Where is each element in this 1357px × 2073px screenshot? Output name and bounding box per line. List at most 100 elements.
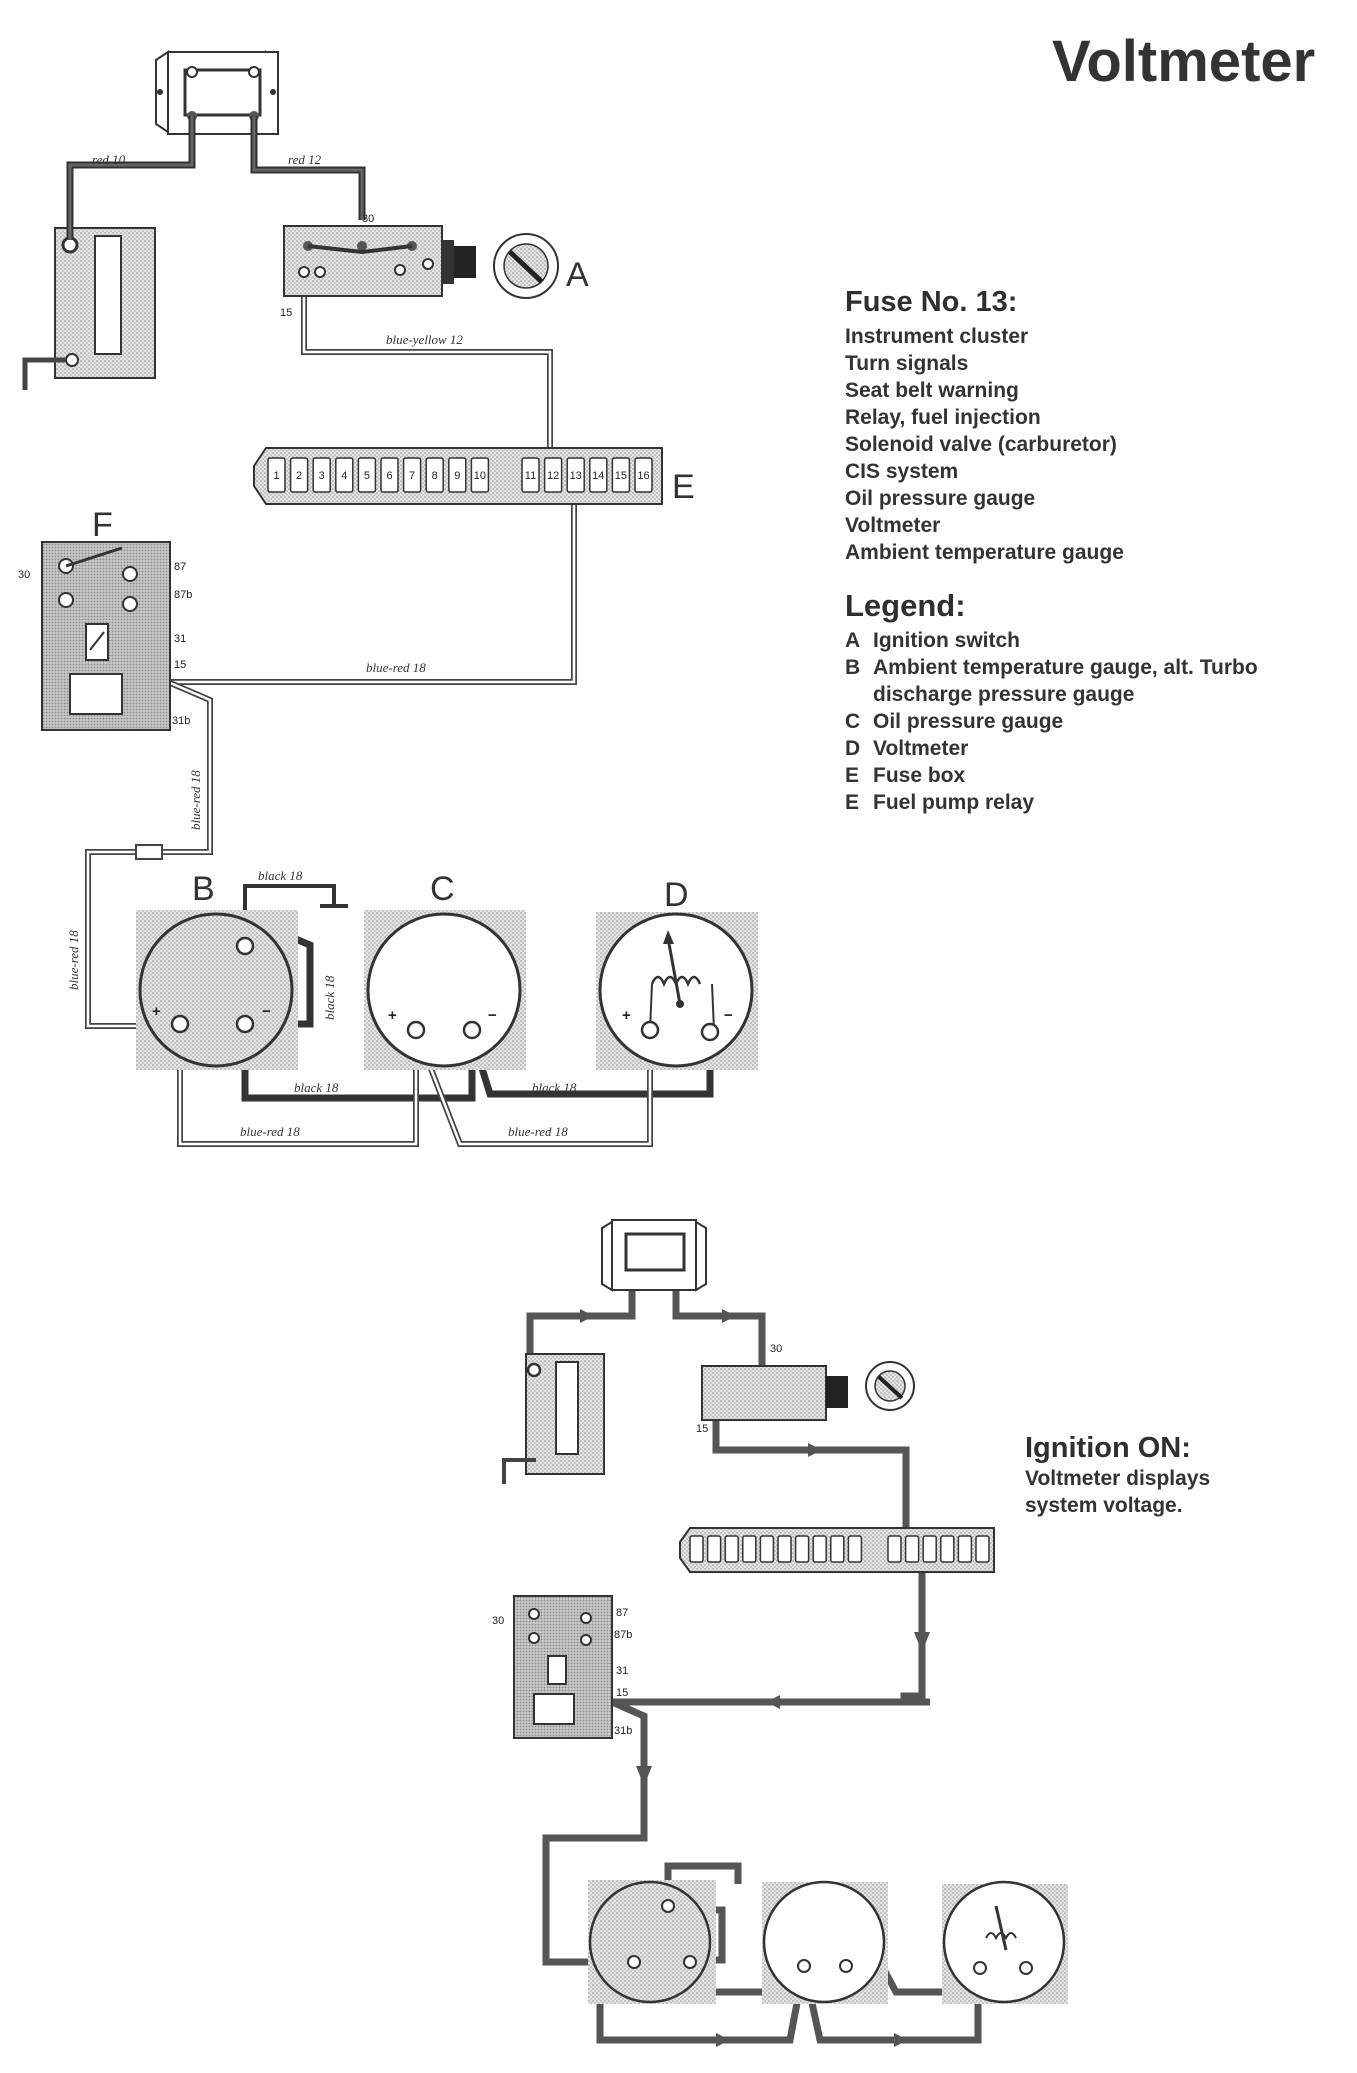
- bottom-relay-term-87b: 87b: [614, 1629, 632, 1641]
- fuse-item: CIS system: [845, 460, 959, 483]
- fuse-number: 5: [364, 470, 370, 482]
- fuse-cell: [904, 1535, 920, 1563]
- fuse-item: Instrument cluster: [845, 325, 1029, 348]
- bottom-switch-term-15: 15: [696, 1423, 708, 1435]
- label-c: C: [430, 870, 455, 908]
- bottom-relay-term-87: 87: [616, 1607, 628, 1619]
- legend-key: C: [845, 710, 861, 733]
- fuse-number: 16: [637, 470, 649, 482]
- fuse-cell: [335, 457, 354, 493]
- ignition-heading: Ignition ON:: [1025, 1432, 1191, 1464]
- fuse-cell: [312, 457, 331, 493]
- fuse-number: 6: [386, 470, 392, 482]
- fuse-cell: [759, 1535, 775, 1563]
- wire-label-blue-red-left: blue-red 18: [66, 930, 81, 990]
- fuse-cell: [724, 1535, 739, 1563]
- legend-text: Oil pressure gauge: [873, 710, 1064, 733]
- fuse-number: 2: [296, 470, 302, 482]
- ignition-note: Ignition ON: Voltmeter displays system v…: [1025, 1432, 1325, 1519]
- fuse-cell: [634, 457, 653, 493]
- legend-heading: Legend:: [845, 588, 966, 623]
- relay-term-30: 30: [18, 569, 30, 581]
- fuse-number: 12: [547, 470, 559, 482]
- fuse-number: 13: [570, 470, 582, 482]
- relay-term-87: 87: [174, 561, 186, 573]
- relay-term-15: 15: [174, 659, 186, 671]
- relay-term-31b: 31b: [172, 715, 190, 727]
- fuse-cell: [830, 1535, 845, 1563]
- fuse-cell: [975, 1535, 990, 1563]
- wire-label-black-bc: black 18: [294, 1080, 339, 1095]
- fuse-number: 10: [474, 470, 486, 482]
- wire-label-red12: red 12: [288, 152, 322, 167]
- legend-text: Fuel pump relay: [873, 791, 1035, 814]
- legend-row: E Fuse box: [845, 762, 1265, 789]
- fuse-number: 7: [409, 470, 415, 482]
- legend-text: Ignition switch: [873, 629, 1020, 652]
- fuse-info: Fuse No. 13: Instrument cluster Turn sig…: [845, 286, 1265, 566]
- fuse-number: 1: [273, 470, 279, 482]
- gauge-b-minus: −: [262, 1003, 271, 1020]
- fuse-cell: [887, 1535, 902, 1563]
- bottom-relay-term-30: 30: [492, 1615, 504, 1627]
- fuse-cell: [521, 457, 540, 493]
- fuse-cell: [940, 1535, 955, 1563]
- fuse-cell: [847, 1535, 863, 1563]
- legend-row: D Voltmeter: [845, 735, 1265, 762]
- fuse-cell: [777, 1535, 792, 1563]
- gauge-b: + −: [136, 910, 298, 1070]
- fuse-number: 8: [432, 470, 438, 482]
- ignition-switch: 30 15: [280, 213, 559, 319]
- fuse-heading: Fuse No. 13:: [845, 286, 1018, 318]
- fuse-cell: [742, 1535, 757, 1563]
- fuse-cell: [289, 457, 309, 493]
- gauge-d-plus: +: [622, 1007, 631, 1024]
- fuse-cell: [794, 1535, 810, 1563]
- bottom-switch-term-30: 30: [770, 1343, 782, 1355]
- fuse-cell: [611, 457, 631, 493]
- legend-key: E: [845, 764, 860, 787]
- fuse-number: 4: [341, 470, 347, 482]
- fuse-cell: [425, 457, 444, 493]
- legend-row: E Fuel pump relay: [845, 789, 1265, 816]
- fuse-item: Seat belt warning: [845, 379, 1019, 402]
- fuse-number: 9: [454, 470, 460, 482]
- legend-text: Voltmeter: [873, 737, 969, 760]
- legend-key: A: [845, 629, 861, 652]
- wire-label-blue-red-bc: blue-red 18: [240, 1124, 300, 1139]
- switch-term-15: 15: [280, 307, 292, 319]
- gauge-b-plus: +: [152, 1003, 161, 1020]
- fuse-item: Relay, fuel injection: [845, 406, 1041, 429]
- label-b: B: [192, 870, 215, 908]
- bottom-relay-term-31: 31: [616, 1665, 628, 1677]
- fuel-pump-relay: 30 87 87b 31 15 31b: [18, 541, 192, 731]
- fuse-cell: [448, 457, 467, 493]
- ignition-text: Voltmeter displays system voltage.: [1025, 1467, 1211, 1517]
- fuse-number: 15: [615, 470, 627, 482]
- fuse-cell: [380, 457, 399, 493]
- fuse-item: Oil pressure gauge: [845, 487, 1036, 510]
- gauge-d-minus: −: [724, 1007, 733, 1024]
- wire-label-blue-red-relay: blue-red 18: [366, 660, 426, 675]
- fuse-item: Ambient temperature gauge: [845, 541, 1124, 564]
- gauge-c-plus: +: [388, 1007, 397, 1024]
- gauge-d-voltmeter: + −: [596, 912, 758, 1070]
- gauge-c-minus: −: [488, 1007, 497, 1024]
- fuse-number: 3: [319, 470, 325, 482]
- fuse-item: Voltmeter: [845, 514, 941, 537]
- battery: [22, 227, 156, 390]
- fuse-cell: [689, 1535, 704, 1563]
- fuse-cell: [566, 457, 585, 493]
- legend-key: B: [845, 656, 861, 679]
- fuse-number: 11: [525, 470, 536, 482]
- fuse-cell: [589, 457, 608, 493]
- fuse-cell: [922, 1535, 937, 1563]
- page-title: Voltmeter: [1052, 29, 1316, 94]
- label-f: F: [92, 506, 113, 544]
- bottom-diagram: 30 15 30 87 87b 31 15 31b: [492, 1219, 1068, 2047]
- legend-key: E: [845, 791, 860, 814]
- fuse-number: 14: [592, 470, 604, 482]
- fuse-cell: [957, 1535, 973, 1563]
- wire-label-blue-yellow: blue-yellow 12: [386, 332, 463, 347]
- fuse-cell: [402, 457, 422, 493]
